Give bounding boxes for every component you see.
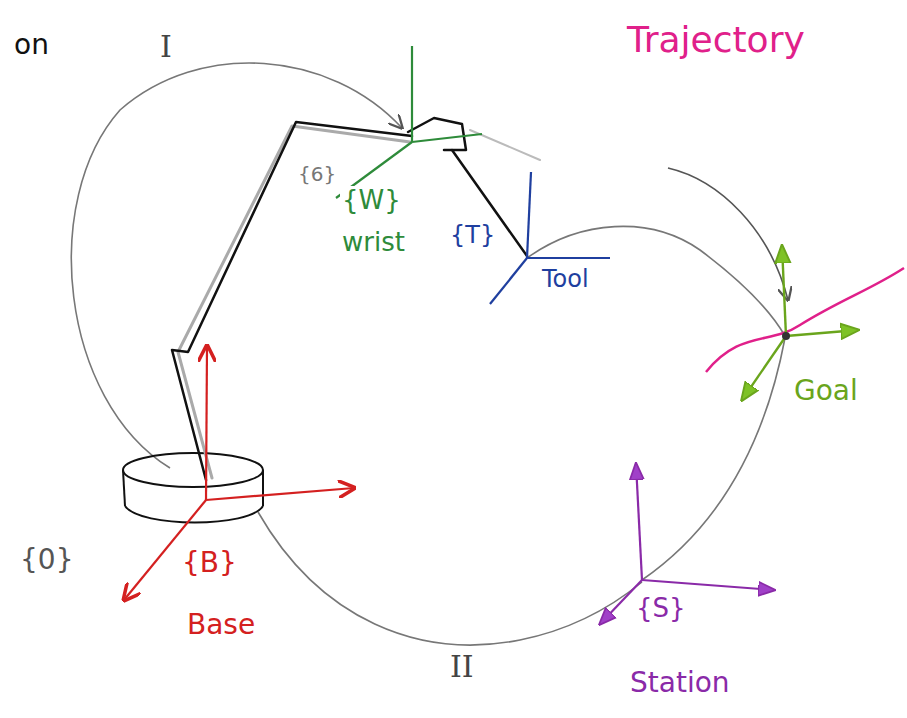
frame-name: Tool [540,266,591,292]
frame-label: {S} [634,594,688,623]
frame-label: {6} [296,163,338,185]
robot-arm [172,118,540,480]
station-frame [600,464,774,624]
trajectory-pointer [668,168,788,300]
cut-off-heading: on [12,30,51,61]
frame-name: Station [628,668,732,699]
frame-name: Goal [792,376,860,407]
transform-path-two [258,512,642,645]
frame-name: Base [185,610,257,641]
base-frame [124,346,354,600]
trajectory-curve [706,268,904,372]
station-goal-path [642,338,785,580]
frame-label: {T} [448,222,497,248]
frame-name: wrist [340,228,407,257]
path-numeral: I [158,30,174,63]
transform-path-one [71,63,402,468]
frame-label: {0} [18,545,75,576]
tool-frame [490,172,610,304]
frame-label: {W} [340,186,403,215]
tool-goal-path [527,226,785,336]
base-cylinder [123,453,263,523]
path-numeral: II [448,650,476,683]
trajectory-label: Trajectory [625,20,807,60]
wrist-frame [336,46,482,198]
frame-label: {B} [180,548,239,579]
